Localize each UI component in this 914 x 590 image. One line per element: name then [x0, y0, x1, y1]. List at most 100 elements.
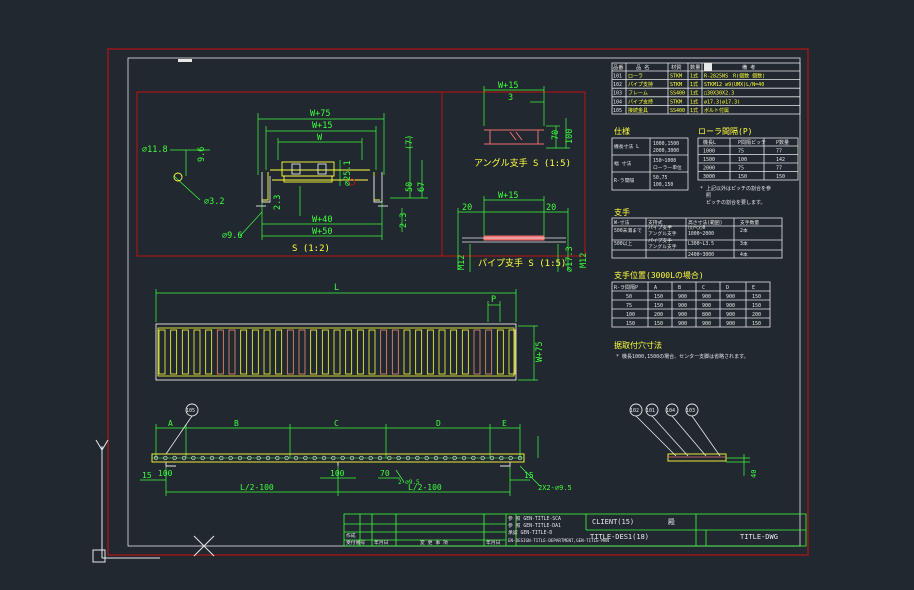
side-roller [247, 455, 252, 461]
dim-side-D: D [436, 419, 441, 428]
dim-angle-70: 70 [551, 130, 561, 140]
parts-cell: 104 [613, 99, 622, 105]
parts-cell: 1式 [690, 107, 698, 114]
dim-side-slot2: 2X2-∅9.5 [538, 484, 572, 492]
position-cell: 900 [702, 294, 711, 300]
ref-row-1: 参 照 GEN-TITLE-SCA [508, 515, 561, 522]
support-cell: パイプ支手 [648, 237, 672, 244]
pitch-cell: 75 [738, 149, 744, 155]
support-position-title: 支手位置(3000Lの場合) [614, 270, 704, 280]
dim-v96: 9.6 [197, 147, 207, 162]
section-view-frame [136, 91, 586, 257]
crosshair-cursor [193, 535, 215, 557]
footer-date-2: 年月日 [486, 539, 500, 546]
dim-side-15b: 15 [524, 471, 534, 480]
spec-value: 150~1000 [653, 158, 676, 164]
side-view: A B C D E 15 15 L/2-100 L/2-100 100 100 … [140, 403, 572, 496]
dim-pipe-20b: 20 [546, 203, 556, 213]
side-roller [499, 455, 504, 461]
section-view: W+75 W+15 W W+40 W+50 ∅11.8 9.6 ∅3.2 ∅9.… [136, 91, 586, 257]
parts-cell: 101 [613, 74, 622, 80]
side-roller [405, 455, 411, 461]
side-roller [377, 455, 383, 461]
position-cell: 150 [752, 321, 761, 327]
ref-row-2: 参 照 GEN-TITLE-DA1 [508, 522, 561, 529]
mounting-note: 据取付穴寸法 * 機長1000,1500の場合、センター支脚は省略されます。 [614, 340, 749, 360]
position-cell: 100 [626, 312, 635, 318]
roller [368, 329, 376, 375]
pitch-header: P間隔ピッチ [738, 139, 766, 146]
plan-frame-outer [155, 323, 517, 381]
support-cell: L300~L3.5 [688, 241, 714, 247]
client-name: CLIENT(15) [592, 518, 634, 526]
footer-receipt: 受付番号 [346, 539, 365, 546]
support-table: 支手 W-寸法支持式高さ寸法(範囲)支手数量500未満までパイプ支手アングル支手… [611, 207, 783, 259]
side-roller [209, 455, 215, 461]
ref-row-3: 承認 GEN-TITLE-D [508, 529, 552, 536]
dim-side-B: B [234, 419, 239, 428]
plan-rollers [158, 329, 516, 375]
plan-frame-inner [157, 327, 515, 377]
roller [438, 329, 446, 375]
support-cell: 1000~2000 [688, 231, 714, 237]
roller [508, 329, 516, 375]
dim-w40: W+40 [312, 215, 332, 225]
parts-cell: STKM [670, 82, 682, 88]
side-roller [340, 455, 345, 461]
position-cell: 900 [702, 303, 711, 309]
parts-cell: SS400 [670, 108, 685, 114]
footer-change: 変 更 事 項 [420, 539, 448, 546]
side-roller [489, 455, 495, 461]
dim-side-A: A [168, 419, 173, 428]
balloon-102: 102 [629, 403, 643, 417]
dim-d32: ∅3.2 [204, 197, 224, 207]
parts-cell: 1式 [690, 90, 698, 97]
roller [286, 329, 294, 375]
position-cell: 150 [752, 303, 761, 309]
angle-support-label: アングル支手 S (1:5) [474, 157, 571, 169]
spec-value: ローラー単位 [653, 164, 682, 171]
svg-text:103: 103 [686, 408, 695, 414]
side-roller [368, 455, 373, 461]
side-roller [415, 455, 420, 461]
roller [158, 329, 166, 375]
dim-side-half2: L/2-100 [408, 483, 442, 492]
roller [380, 329, 388, 375]
outer-border [107, 48, 809, 556]
support-cell: 500未満まで [614, 227, 642, 234]
position-cell: 900 [726, 321, 735, 327]
roller [391, 329, 399, 375]
roller [403, 329, 411, 375]
roller-pitch-note-1: * 上記以外はピッチの割合を参 [700, 185, 771, 192]
side-roller [163, 455, 168, 461]
dim-v7: (7) [405, 135, 415, 150]
parts-cell: 105 [613, 108, 622, 114]
parts-cell: 103 [613, 91, 622, 97]
spec-value: 50,75 [653, 175, 668, 181]
side-roller [443, 455, 448, 461]
side-roller [153, 455, 159, 461]
dim-v23: 2.3 [273, 195, 283, 210]
dim-pipe-20a: 20 [462, 203, 472, 213]
support-cell: ○○~○○0 [688, 225, 705, 231]
side-roller [433, 455, 439, 461]
footer-date-1: 年月日 [374, 539, 388, 546]
side-roller [265, 455, 271, 461]
position-cell: 900 [678, 312, 687, 318]
position-header: E [752, 285, 755, 291]
plan-view: L P W+75 [155, 283, 545, 381]
pitch-cell: 1000 [703, 149, 715, 155]
position-header: A [654, 285, 657, 291]
roller [263, 329, 271, 375]
pipe-support-view: W+15 20 20 M12 M12 ∅17.3 パイプ支手 S (1:5) [457, 191, 589, 272]
parts-cell: SS400 [670, 91, 685, 97]
side-roller [331, 455, 336, 461]
roller [275, 329, 283, 375]
parts-cell: 1式 [690, 98, 698, 105]
angle-support-view: W+15 3 70 100 アングル支手 S (1:5) [474, 81, 575, 169]
position-cell: 150 [654, 294, 663, 300]
position-cell: 900 [702, 321, 711, 327]
position-header: D [726, 285, 729, 291]
spec-label: 幅 寸法 [614, 160, 631, 167]
